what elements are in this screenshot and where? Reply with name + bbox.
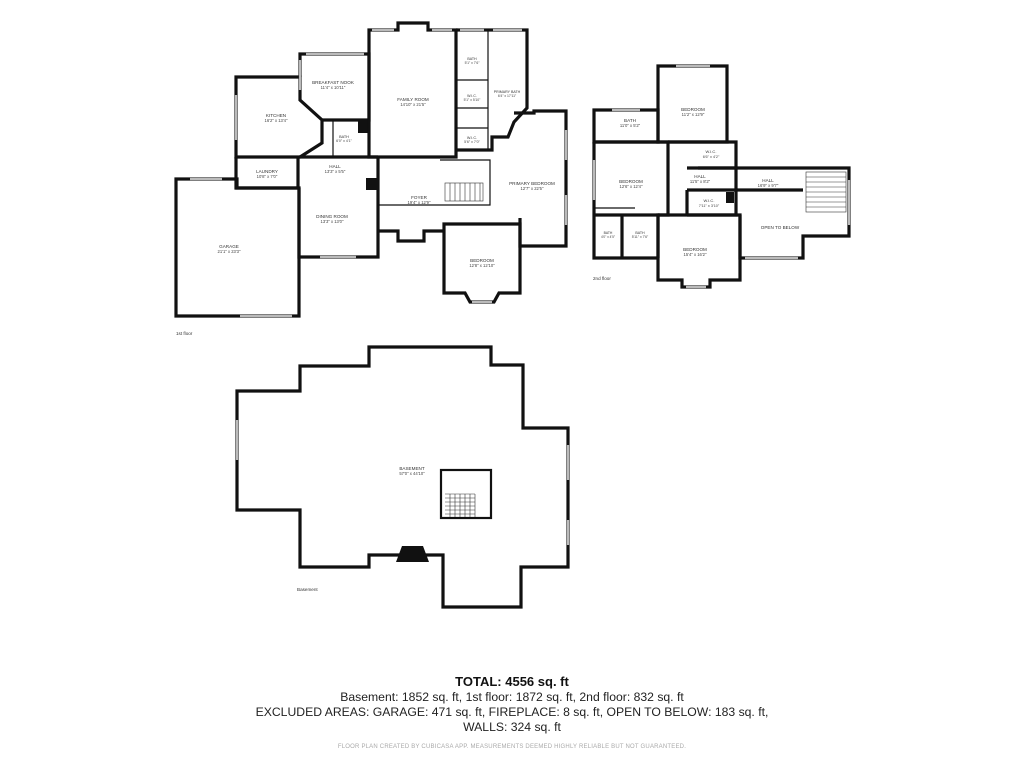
room-name: BATH bbox=[467, 57, 477, 61]
room-dims: 14'10" x 21'5" bbox=[400, 102, 426, 107]
hall-2-walls bbox=[668, 140, 803, 215]
room-name: HALL bbox=[694, 174, 706, 179]
room-name: HALL bbox=[762, 178, 774, 183]
stairs-first bbox=[444, 182, 484, 202]
room-name: BEDROOM bbox=[683, 247, 707, 252]
hall-walls bbox=[299, 155, 380, 231]
room-dims: 6'4" x 17'11" bbox=[498, 94, 517, 98]
bedroom-2c-walls bbox=[656, 213, 742, 289]
room-name: BEDROOM bbox=[470, 258, 494, 263]
room-dims: 12'6" x 12'4" bbox=[620, 184, 643, 189]
room-dims: 16'2" x 13'4" bbox=[265, 118, 288, 123]
room-name: OPEN TO BELOW bbox=[761, 225, 800, 230]
room-dims: 6'6" x 4'2" bbox=[703, 155, 720, 159]
first-floor-plan bbox=[174, 21, 568, 318]
room-name: BEDROOM bbox=[681, 107, 705, 112]
room-dims: 12'7" x 22'5" bbox=[521, 186, 544, 191]
open-to-below-walls bbox=[736, 166, 851, 260]
room-name: LAUNDRY bbox=[256, 169, 278, 174]
foyer-walls bbox=[378, 229, 444, 243]
stairs-basement bbox=[439, 468, 493, 520]
room-name: BATH bbox=[339, 135, 349, 139]
room-dims: 16'9" x 9'7" bbox=[758, 183, 779, 188]
excluded-areas: EXCLUDED AREAS: GARAGE: 471 sq. ft, FIRE… bbox=[255, 705, 769, 719]
floor-area-breakdown: Basement: 1852 sq. ft, 1st floor: 1872 s… bbox=[340, 690, 684, 704]
total-area: TOTAL: 4556 sq. ft bbox=[455, 674, 569, 689]
room-dims: 5'1" x 5'10" bbox=[464, 98, 482, 102]
room-dims: 19'4" x 12'9" bbox=[408, 200, 431, 205]
room-dims: 11'5" x 8'2" bbox=[690, 179, 711, 184]
room-dims: 21'1" x 23'3" bbox=[218, 249, 241, 254]
room-dims: 5'6" x 7'0" bbox=[464, 140, 480, 144]
primary-suite-walls bbox=[456, 28, 529, 152]
basement-fireplace bbox=[396, 546, 429, 562]
room-dims: 11'0" x 5'2" bbox=[620, 123, 641, 128]
room-name: HALL bbox=[329, 164, 341, 169]
room-dims: 6'0" x 4'1" bbox=[336, 139, 352, 143]
room-name: W.I.C. bbox=[706, 149, 717, 154]
room-dims: 57'0" x 44'10" bbox=[399, 471, 425, 476]
second-floor-labels: BATH 11'0" x 5'2" BEDROOM 11'2" x 12'9" … bbox=[593, 107, 800, 281]
room-name: BREAKFAST NOOK bbox=[312, 80, 355, 85]
room-dims: 13'3" x 5'5" bbox=[325, 169, 346, 174]
room-name: W.I.C. bbox=[467, 136, 477, 140]
room-dims: 5'1" x 7'6" bbox=[465, 61, 481, 65]
fireplace-second bbox=[726, 192, 734, 203]
room-name: W.I.C. bbox=[467, 94, 477, 98]
room-dims: 15'4" x 16'2" bbox=[684, 252, 707, 257]
room-dims: 12'8" x 12'10" bbox=[469, 263, 495, 268]
primary-bedroom-walls bbox=[514, 109, 568, 248]
bedroom-2a-walls bbox=[656, 64, 729, 144]
first-floor-labels: BREAKFAST NOOK 11'4" x 10'11" FAMILY ROO… bbox=[176, 57, 555, 336]
room-name: KITCHEN bbox=[266, 113, 286, 118]
room-name: PRIMARY BATH bbox=[494, 90, 521, 94]
basement-plan: BASEMENT 57'0" x 44'10" Basement bbox=[235, 345, 570, 609]
room-name: BASEMENT bbox=[399, 466, 424, 471]
floor-label-basement: Basement bbox=[297, 587, 318, 592]
room-name: W.I.C. bbox=[704, 198, 715, 203]
room-name: BEDROOM bbox=[619, 179, 643, 184]
stairs-second bbox=[805, 171, 847, 213]
room-name: BATH bbox=[624, 118, 636, 123]
room-dims: 7'11" x 3'10" bbox=[699, 204, 720, 208]
bedroom-1-walls bbox=[442, 222, 522, 304]
fireplace-foyer bbox=[366, 178, 378, 190]
walls-area: WALLS: 324 sq. ft bbox=[463, 720, 561, 734]
room-name: PRIMARY BEDROOM bbox=[509, 181, 555, 186]
second-floor-plan bbox=[592, 64, 851, 289]
room-name: BATH bbox=[604, 231, 613, 235]
room-dims: 11'4" x 10'11" bbox=[321, 85, 346, 90]
room-dims: 13'3" x 13'0" bbox=[321, 219, 344, 224]
room-dims: 10'8" x 7'0" bbox=[257, 174, 278, 179]
room-name: FAMILY ROOM bbox=[397, 97, 429, 102]
floor-label-second: 2nd floor bbox=[593, 276, 611, 281]
room-name: DINING ROOM bbox=[316, 214, 348, 219]
room-dims: 11'2" x 12'9" bbox=[682, 112, 705, 117]
room-name: FOYER bbox=[411, 195, 428, 200]
credit-note: FLOOR PLAN CREATED BY CUBICASA APP. MEAS… bbox=[337, 744, 687, 750]
laundry-walls bbox=[234, 157, 300, 190]
fireplace-family bbox=[358, 120, 369, 133]
family-room-walls bbox=[367, 21, 458, 159]
room-dims: 5'11" x 7'6" bbox=[632, 235, 649, 239]
floor-label-first: 1st floor bbox=[176, 331, 193, 336]
room-dims: 4'0" x 4'5" bbox=[601, 235, 615, 239]
room-name: GARAGE bbox=[219, 244, 239, 249]
basement-walls bbox=[235, 345, 570, 609]
room-name: BATH bbox=[635, 231, 645, 235]
